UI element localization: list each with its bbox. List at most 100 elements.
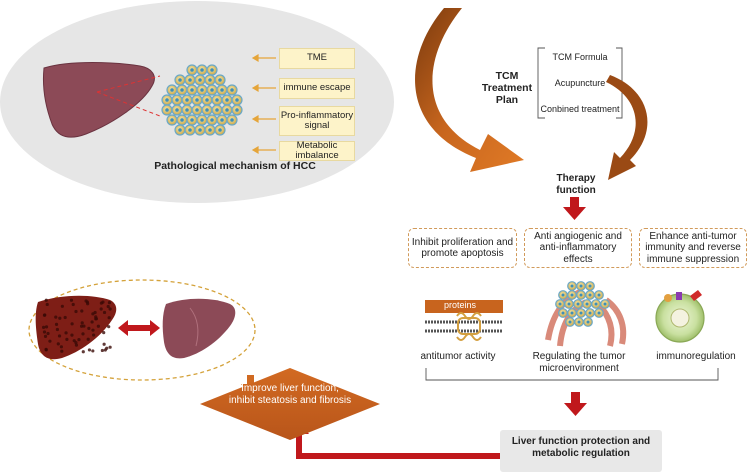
cell-nucleus xyxy=(185,98,189,102)
liver-spot xyxy=(43,314,46,317)
cell-nucleus xyxy=(585,302,588,305)
liver-spot xyxy=(65,338,68,341)
liver-spot xyxy=(70,299,73,302)
liver-spot xyxy=(102,331,105,334)
immune-cell-icon xyxy=(656,290,704,342)
liver-spot xyxy=(80,325,83,328)
mechanism-immune-escape: immune escape xyxy=(279,78,355,99)
liver-spot xyxy=(44,335,47,338)
cell-nucleus xyxy=(178,128,182,132)
liver-spot xyxy=(56,328,59,331)
liver-spot xyxy=(72,303,75,306)
cell-nucleus xyxy=(220,88,224,92)
cell-nucleus xyxy=(180,88,184,92)
cell-nucleus xyxy=(235,108,239,112)
liver-spot xyxy=(61,305,64,308)
cell-nucleus xyxy=(579,311,582,314)
liver-spot xyxy=(60,350,63,353)
cell-nucleus xyxy=(225,98,229,102)
liver-spot xyxy=(43,330,46,333)
cell-nucleus xyxy=(579,293,582,296)
liver-spot xyxy=(88,348,91,351)
liver-spot xyxy=(55,323,58,326)
tcm-item-formula: TCM Formula xyxy=(540,52,620,62)
cell-nucleus xyxy=(220,118,224,122)
cell-nucleus xyxy=(215,98,219,102)
cell-nucleus xyxy=(594,302,597,305)
liver-spot xyxy=(77,338,80,341)
tcm-plan-title: TCM Treatment Plan xyxy=(476,70,538,106)
cell-nucleus xyxy=(588,311,591,314)
liver-spot xyxy=(103,343,106,346)
cell-nucleus xyxy=(200,88,204,92)
cell-nucleus xyxy=(570,311,573,314)
cell-nucleus xyxy=(567,302,570,305)
liver-protection-text: Liver function protection and metabolic … xyxy=(503,436,659,459)
cell-nucleus xyxy=(165,108,169,112)
cell-nucleus xyxy=(230,88,234,92)
liver-spot xyxy=(81,321,84,324)
cell-nucleus xyxy=(210,118,214,122)
cell-nucleus xyxy=(230,118,234,122)
cell-nucleus xyxy=(235,98,239,102)
liver-spot xyxy=(84,299,87,302)
cell-nucleus xyxy=(200,68,204,72)
liver-spot xyxy=(46,303,49,306)
cell-nucleus xyxy=(603,302,606,305)
cell-nucleus xyxy=(577,320,580,323)
therapy-box-immunity: Enhance anti-tumor immunity and reverse … xyxy=(639,228,747,268)
cell-nucleus xyxy=(188,128,192,132)
liver-spot xyxy=(87,327,90,330)
cell-nucleus xyxy=(568,320,571,323)
liver-spot xyxy=(104,348,107,351)
cell-nucleus xyxy=(195,98,199,102)
cell-nucleus xyxy=(188,78,192,82)
red-arrow-activity xyxy=(564,392,587,416)
liver-spot xyxy=(87,338,90,341)
cell-nucleus xyxy=(205,98,209,102)
cell-nucleus xyxy=(170,118,174,122)
cell-nucleus xyxy=(579,284,582,287)
cell-nucleus xyxy=(218,128,222,132)
liver-spot xyxy=(54,316,57,319)
liver-spot xyxy=(91,312,94,315)
activity-tme: Regulating the tumor microenvironment xyxy=(527,351,631,374)
cell-nucleus xyxy=(208,78,212,82)
liver-spot xyxy=(46,332,49,335)
cell-nucleus xyxy=(190,88,194,92)
liver-spot xyxy=(82,350,85,353)
double-arrow-icon xyxy=(118,320,160,336)
cell-nucleus xyxy=(215,108,219,112)
liver-spot xyxy=(64,331,67,334)
liver-spot xyxy=(70,334,73,337)
liver-spot xyxy=(81,332,84,335)
cell-nucleus xyxy=(180,118,184,122)
cell-nucleus xyxy=(198,78,202,82)
liver-spot xyxy=(44,348,47,351)
therapy-box-angiogenic: Anti angiogenic and anti-inflammatory ef… xyxy=(524,228,632,268)
tcm-to-therapy-arrow xyxy=(606,75,647,180)
mechanism-tme: TME xyxy=(279,48,355,69)
diseased-liver-icon xyxy=(36,296,117,360)
therapy-box-apoptosis: Inhibit proliferation and promote apopto… xyxy=(408,228,517,268)
liver-spot xyxy=(80,309,83,312)
liver-spot xyxy=(95,317,98,320)
liver-spot xyxy=(45,299,48,302)
cell-nucleus xyxy=(218,78,222,82)
cell-nucleus xyxy=(200,118,204,122)
liver-spot xyxy=(42,326,45,329)
liver-spot xyxy=(75,343,78,346)
liver-spot xyxy=(91,349,94,352)
red-arrow-therapy xyxy=(563,197,586,220)
liver-spot xyxy=(107,305,110,308)
liver-spot xyxy=(71,322,74,325)
liver-spot xyxy=(74,310,77,313)
cell-nucleus xyxy=(185,108,189,112)
cell-nucleus xyxy=(597,293,600,296)
liver-spot xyxy=(91,329,94,332)
liver-spot xyxy=(64,316,67,319)
liver-spot xyxy=(103,311,106,314)
activity-antitumor: antitumor activity xyxy=(408,351,508,363)
liver-spot xyxy=(108,301,111,304)
liver-spot xyxy=(92,333,95,336)
